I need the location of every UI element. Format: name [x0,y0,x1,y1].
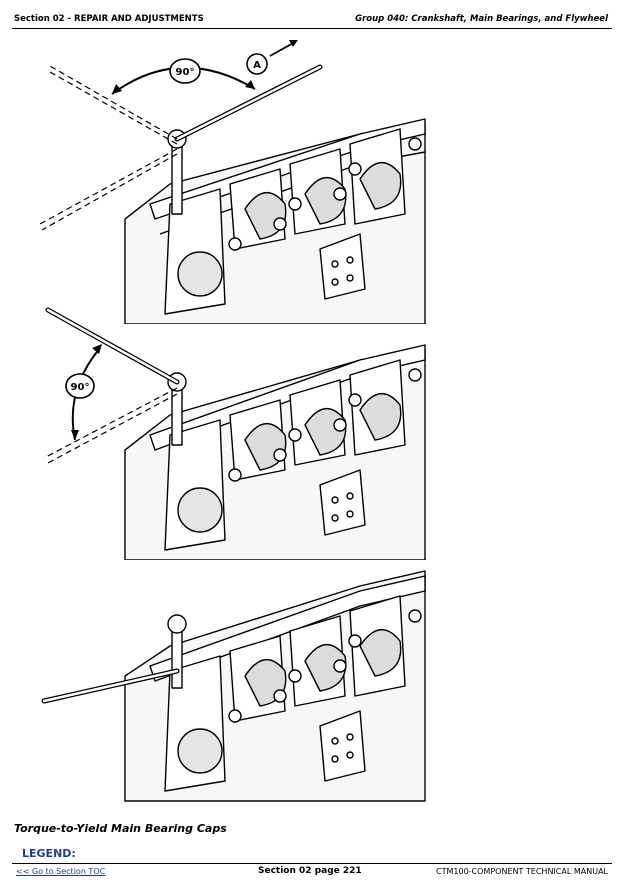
angle-label: 90° [176,67,195,78]
footer-divider [12,863,612,864]
legend-label: LEGEND: [22,847,76,860]
figure-torque-step-3 [41,570,426,802]
section-title: Section 02 - REPAIR AND ADJUSTMENTS [14,14,204,24]
header-divider [12,28,612,29]
group-title: Group 040: Crankshaft, Main Bearings, an… [355,14,608,24]
figure-caption: Torque-to-Yield Main Bearing Caps [14,822,227,835]
page-number: Section 02 page 221 [258,866,362,876]
go-to-section-toc-link[interactable]: << Go to Section TOC [16,867,106,876]
direction-label: A [253,60,261,71]
manual-title: CTM100-COMPONENT TECHNICAL MANUAL [436,867,608,876]
figure-torque-step-2: 90° [43,307,426,560]
figure-torque-step-1: 90° A [39,40,426,324]
angle-label: 90° [71,382,90,393]
